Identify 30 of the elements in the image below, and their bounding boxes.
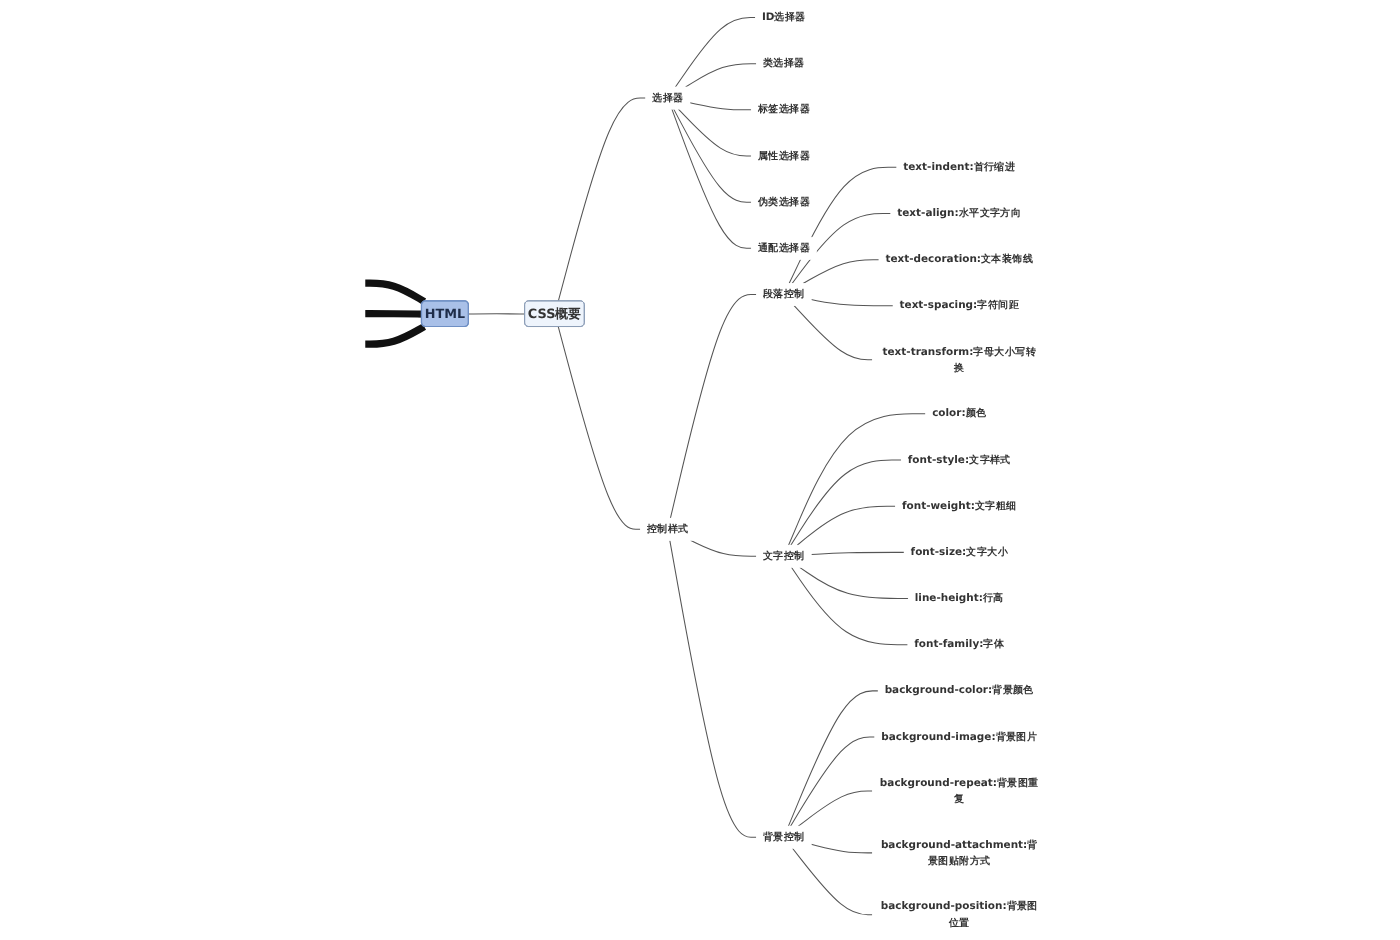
- connector-line: [791, 566, 910, 646]
- connector-line: [469, 313, 527, 315]
- connector-line: [792, 847, 874, 916]
- connector-line: [366, 323, 427, 348]
- connector-line: [670, 294, 758, 519]
- connector-line: [811, 551, 906, 556]
- connector-line: [690, 539, 758, 557]
- connector-line: [788, 690, 880, 827]
- connector-line: [558, 97, 648, 302]
- connector-line: [797, 505, 897, 546]
- connector-line: [690, 102, 753, 111]
- connector-line: [811, 843, 874, 854]
- connector-line: [794, 305, 874, 361]
- connector-line: [673, 108, 753, 203]
- connector-line: [672, 108, 753, 249]
- connector-line: [798, 790, 874, 827]
- connector-line: [366, 310, 423, 318]
- connector-line: [558, 326, 642, 530]
- connector-line: [790, 736, 877, 827]
- connector-line: [788, 413, 927, 546]
- connector-line: [678, 108, 753, 157]
- connector-line: [792, 213, 893, 284]
- connector-line: [791, 459, 903, 546]
- connector-line: [675, 16, 757, 88]
- connector-line: [366, 279, 427, 305]
- connector-line: [685, 63, 758, 88]
- connector-line: [803, 259, 881, 284]
- connector-line: [670, 539, 758, 838]
- connector-line: [811, 299, 895, 307]
- connector-line: [799, 566, 910, 600]
